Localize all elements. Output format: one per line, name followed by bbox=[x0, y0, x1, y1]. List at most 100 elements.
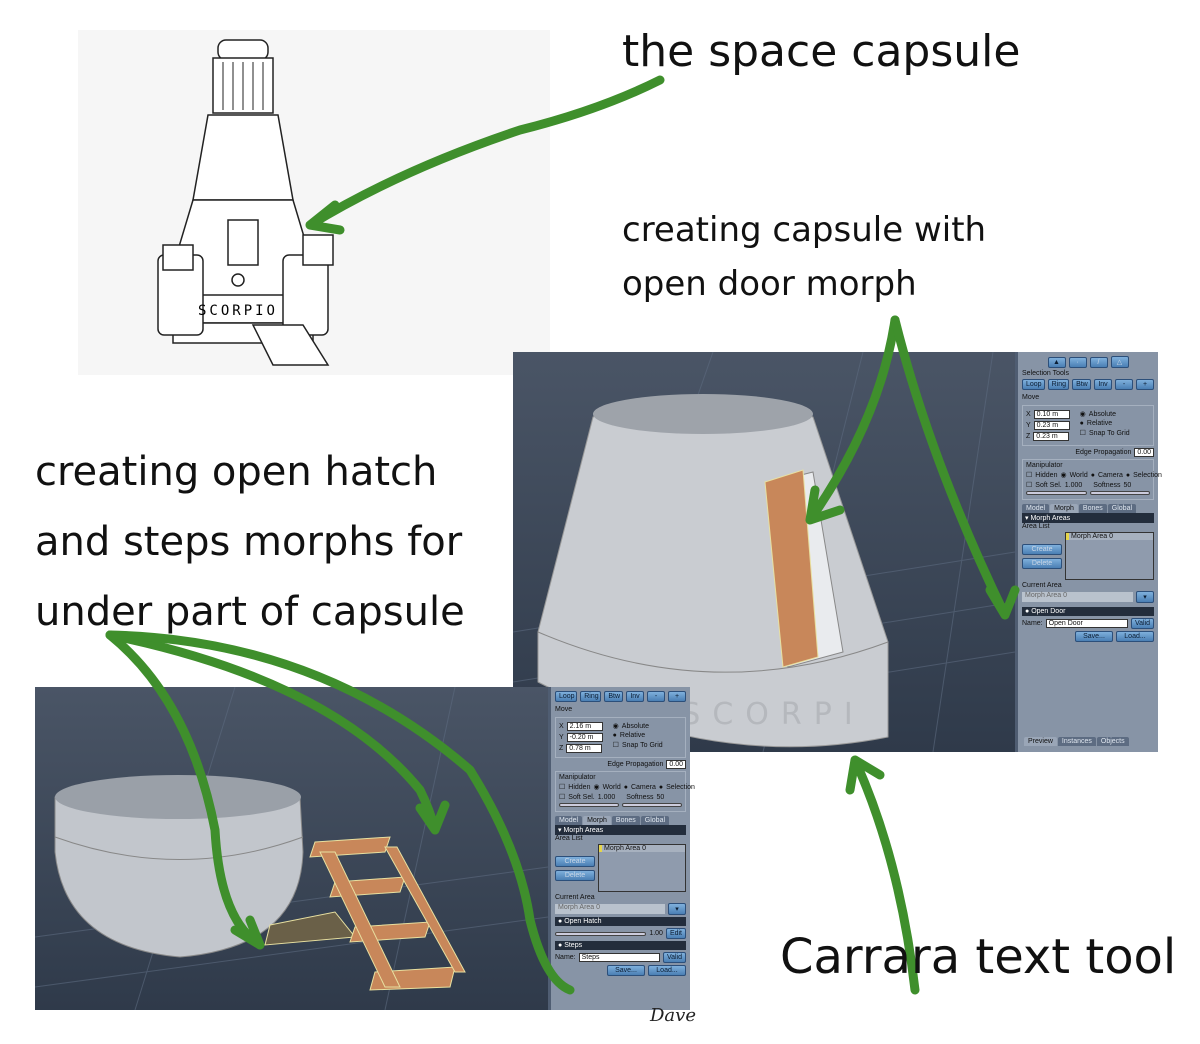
camera-radio[interactable]: ● bbox=[623, 783, 628, 791]
load-button[interactable]: Load... bbox=[648, 965, 686, 976]
object-mode-icon[interactable]: △ bbox=[1110, 356, 1129, 368]
list-item[interactable]: Morph Area 0 bbox=[599, 845, 685, 852]
area-list[interactable]: Morph Area 0 bbox=[598, 844, 686, 892]
tab-morph[interactable]: Morph bbox=[583, 816, 611, 825]
tab-instances[interactable]: Instances bbox=[1057, 737, 1096, 746]
inv-button[interactable]: Inv bbox=[625, 691, 644, 702]
capsule-sketch: SCORPIO bbox=[78, 30, 550, 375]
hatch-slider[interactable] bbox=[555, 931, 647, 936]
valid-button[interactable]: Valid bbox=[1130, 618, 1154, 629]
y-field[interactable]: -0.20 m bbox=[566, 733, 603, 742]
x-field[interactable]: 2.16 m bbox=[566, 722, 603, 731]
soft-sel-label: Soft Sel. bbox=[1035, 481, 1062, 489]
y-field[interactable]: 0.23 m bbox=[1033, 421, 1070, 430]
z-field[interactable]: 0.23 m bbox=[1033, 432, 1070, 441]
z-field[interactable]: 0.78 m bbox=[566, 744, 603, 753]
selection-radio[interactable]: ● bbox=[658, 783, 664, 791]
name-label: Name: bbox=[555, 954, 576, 961]
area-list-label: Area List bbox=[1022, 523, 1050, 530]
morph-areas-header[interactable]: ▾ Morph Areas bbox=[555, 825, 686, 835]
snap-label: Snap To Grid bbox=[621, 741, 663, 749]
ring-button[interactable]: Ring bbox=[1047, 379, 1070, 390]
current-area-dropdown[interactable]: Morph Area 0 bbox=[555, 904, 665, 914]
shrink-button[interactable]: - bbox=[1114, 379, 1133, 390]
capsule-label: SCORPIO bbox=[198, 303, 278, 319]
relative-radio[interactable]: ● Relative bbox=[1079, 420, 1113, 427]
tab-global[interactable]: Global bbox=[640, 816, 670, 825]
vertex-mode-icon[interactable]: ▲ bbox=[1047, 356, 1066, 368]
capsule-drawing: SCORPIO bbox=[157, 39, 334, 366]
save-button[interactable]: Save... bbox=[1075, 631, 1113, 642]
absolute-radio[interactable]: ◉ Absolute bbox=[612, 722, 650, 731]
selection-radio[interactable]: ● bbox=[1125, 471, 1131, 479]
soft-sel-checkbox[interactable]: ☐ bbox=[1026, 482, 1033, 489]
softness-slider[interactable] bbox=[1089, 491, 1150, 495]
btw-button[interactable]: Btw bbox=[1072, 379, 1091, 390]
name-field[interactable]: Steps bbox=[578, 953, 660, 962]
list-item[interactable]: Morph Area 0 bbox=[1066, 533, 1153, 540]
loop-button[interactable]: Loop bbox=[1022, 379, 1045, 390]
annotation-text-tool: Carrara text tool bbox=[780, 929, 1177, 985]
world-radio[interactable]: ◉ bbox=[593, 784, 600, 791]
world-label: World bbox=[1069, 471, 1088, 479]
valid-button[interactable]: Valid bbox=[662, 952, 686, 963]
world-radio[interactable]: ◉ bbox=[1060, 472, 1067, 479]
x-field[interactable]: 0.10 m bbox=[1033, 410, 1070, 419]
create-button[interactable]: Create bbox=[1022, 543, 1062, 555]
load-button[interactable]: Load... bbox=[1116, 631, 1154, 642]
edge-propagation-field[interactable]: 0.00 bbox=[1134, 448, 1154, 457]
viewport-under-part[interactable] bbox=[34, 686, 549, 1011]
edge-propagation-field[interactable]: 0.00 bbox=[666, 760, 686, 769]
dropdown-arrow-icon[interactable]: ▾ bbox=[1136, 591, 1154, 603]
dropdown-arrow-icon[interactable]: ▾ bbox=[668, 903, 686, 915]
inv-button[interactable]: Inv bbox=[1093, 379, 1112, 390]
delete-button[interactable]: Delete bbox=[1022, 557, 1062, 569]
soft-sel-slider[interactable] bbox=[1026, 491, 1087, 495]
tab-objects[interactable]: Objects bbox=[1096, 737, 1129, 746]
softness-slider[interactable] bbox=[622, 803, 682, 807]
absolute-radio[interactable]: ◉ Absolute bbox=[1079, 410, 1117, 419]
edge-mode-icon[interactable]: · bbox=[1068, 356, 1087, 368]
shrink-button[interactable]: - bbox=[646, 691, 665, 702]
tab-morph[interactable]: Morph bbox=[1050, 504, 1078, 513]
loop-button[interactable]: Loop bbox=[555, 691, 578, 702]
grow-button[interactable]: + bbox=[1135, 379, 1154, 390]
morph-areas-label: Morph Areas bbox=[1030, 515, 1071, 522]
tab-model[interactable]: Model bbox=[1022, 504, 1050, 513]
create-button[interactable]: Create bbox=[555, 855, 595, 867]
morph-header[interactable]: ● Open Door bbox=[1022, 607, 1154, 616]
soft-sel-value: 1.000 bbox=[597, 793, 616, 801]
delete-button[interactable]: Delete bbox=[555, 869, 595, 881]
area-list[interactable]: Morph Area 0 bbox=[1065, 532, 1154, 580]
soft-sel-checkbox[interactable]: ☐ bbox=[559, 794, 566, 801]
camera-radio[interactable]: ● bbox=[1090, 471, 1095, 479]
hidden-checkbox[interactable]: ☐ bbox=[559, 784, 566, 791]
steps-morph-header[interactable]: ● Steps bbox=[555, 941, 686, 950]
snap-checkbox[interactable]: ☐ Snap To Grid bbox=[1079, 429, 1130, 438]
snap-checkbox[interactable]: ☐ Snap To Grid bbox=[612, 741, 663, 750]
hidden-checkbox[interactable]: ☐ bbox=[1026, 472, 1033, 479]
ring-button[interactable]: Ring bbox=[580, 691, 602, 702]
current-area-dropdown[interactable]: Morph Area 0 bbox=[1022, 592, 1133, 602]
soft-sel-slider[interactable] bbox=[559, 803, 619, 807]
tab-preview[interactable]: Preview bbox=[1024, 737, 1057, 746]
tab-bones[interactable]: Bones bbox=[1078, 504, 1107, 513]
face-mode-icon[interactable]: / bbox=[1089, 356, 1108, 368]
tab-global[interactable]: Global bbox=[1107, 504, 1137, 513]
morph-areas-header[interactable]: ▾ Morph Areas bbox=[1022, 513, 1154, 523]
relative-radio[interactable]: ● Relative bbox=[612, 732, 646, 739]
name-field[interactable]: Open Door bbox=[1045, 619, 1128, 628]
selection-label: Selection bbox=[1133, 471, 1162, 479]
relative-label: Relative bbox=[1086, 420, 1113, 427]
z-label: Z bbox=[1026, 433, 1031, 440]
tab-model[interactable]: Model bbox=[555, 816, 583, 825]
grow-button[interactable]: + bbox=[667, 691, 686, 702]
btw-button[interactable]: Btw bbox=[604, 691, 623, 702]
save-button[interactable]: Save... bbox=[607, 965, 645, 976]
tab-bones[interactable]: Bones bbox=[611, 816, 640, 825]
z-label: Z bbox=[559, 745, 564, 752]
snap-label: Snap To Grid bbox=[1088, 429, 1130, 437]
selection-label: Selection bbox=[666, 783, 695, 791]
edit-button[interactable]: Edit bbox=[665, 928, 686, 939]
hatch-morph-header[interactable]: ● Open Hatch bbox=[555, 917, 686, 926]
